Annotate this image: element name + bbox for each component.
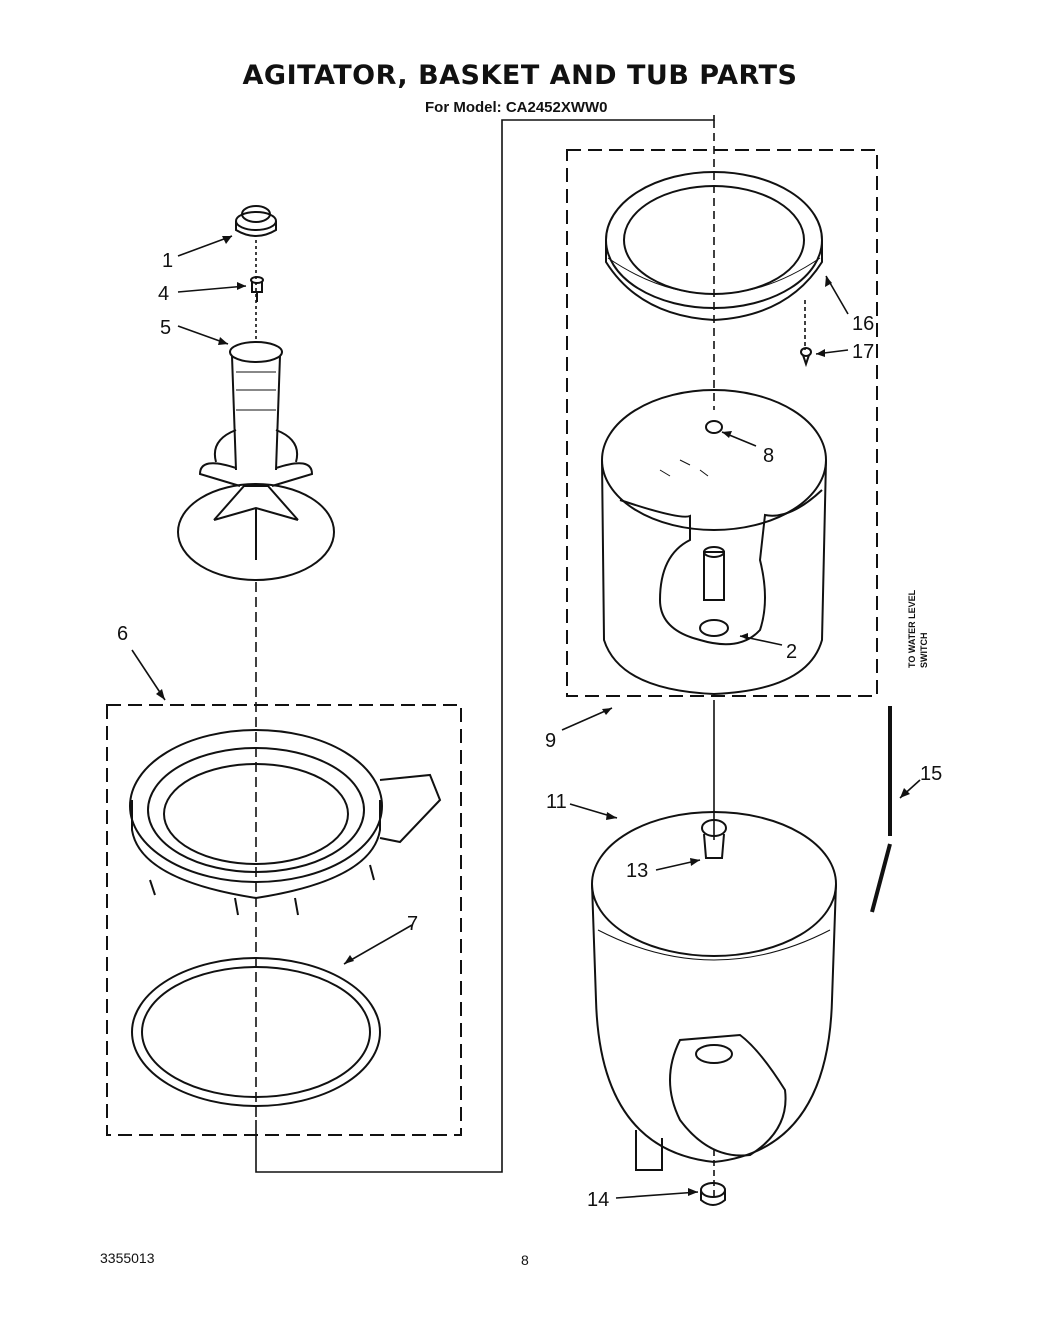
group-9-box [566,149,878,697]
screw-part [800,347,812,368]
arrowheads [156,236,910,1196]
basket-part [601,389,827,696]
hose-part [870,706,892,913]
tub-ring-part [129,729,442,916]
callout-11: 11 [546,791,567,813]
callout-6: 6 [117,623,128,645]
callout-5: 5 [160,317,171,339]
callout-17: 17 [852,341,874,363]
callout-7: 7 [407,913,418,935]
callout-2: 2 [786,641,797,663]
callout-15: 15 [920,763,942,785]
gasket-ring-part [131,957,381,1107]
bolt-part [250,276,264,302]
callout-1: 1 [162,250,173,272]
agitator-part [177,341,335,581]
callout-14: 14 [587,1189,609,1211]
callout-9: 9 [545,730,556,752]
assembly-lines [255,115,806,1200]
callout-16: 16 [852,313,874,335]
water-level-note-line1: TO WATER LEVEL [907,589,917,668]
outer-tub-part [591,811,837,1206]
callout-numbers: 1 4 5 6 7 8 2 9 11 13 14 15 16 17 [117,250,942,1211]
callout-4: 4 [158,283,169,305]
agitator-cap-part [235,205,277,237]
water-level-note: TO WATER LEVEL SWITCH [907,589,929,668]
document-number: 3355013 [100,1250,155,1266]
water-level-note-line2: SWITCH [919,633,929,669]
group-6-box [106,704,462,1136]
model-line: For Model: CA2452XWW0 [425,99,608,116]
callout-8: 8 [763,445,774,467]
page-number: 8 [521,1252,529,1268]
leader-arrows [131,235,921,1199]
callout-13: 13 [626,860,648,882]
balance-ring-part [605,171,823,322]
page-title: AGITATOR, BASKET AND TUB PARTS [242,60,798,91]
